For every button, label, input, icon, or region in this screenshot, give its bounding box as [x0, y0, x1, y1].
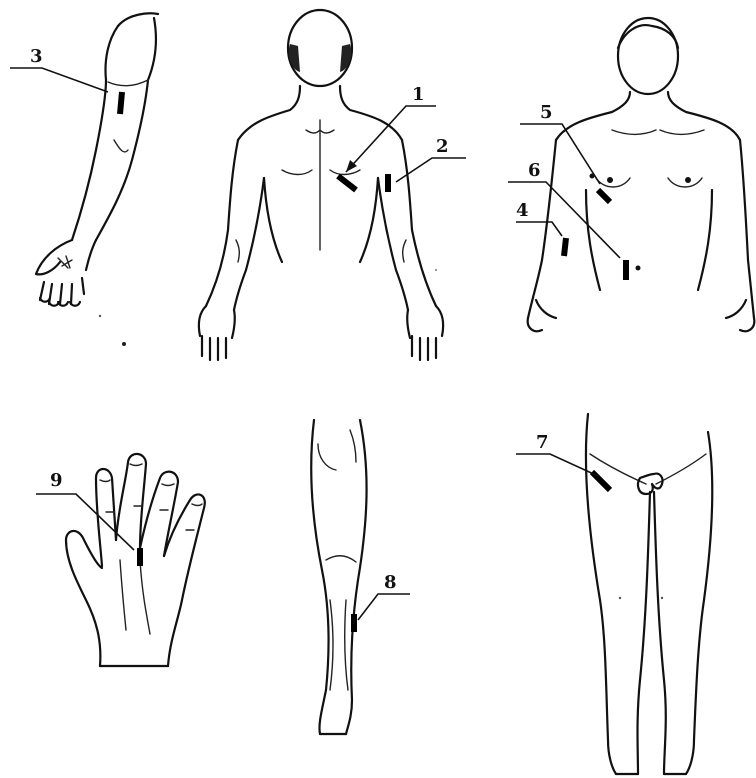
back-figure: 1 2	[199, 10, 466, 360]
leader-line-8	[358, 594, 410, 620]
leg-figure: 8	[311, 420, 410, 734]
site-label-3: 3	[30, 46, 43, 67]
site-label-1: 1	[412, 84, 425, 105]
leader-line-1	[346, 106, 436, 172]
site-label-4: 4	[516, 200, 529, 221]
site-label-6: 6	[528, 160, 541, 181]
arm-figure: 3	[10, 13, 158, 305]
leader-line-3	[10, 68, 108, 92]
injection-mark-3	[120, 92, 122, 114]
injection-mark-5	[598, 190, 610, 202]
injection-mark-1	[338, 176, 356, 190]
site-label-8: 8	[384, 572, 397, 593]
site-label-9: 9	[50, 470, 63, 491]
legs-front-figure: 7	[516, 414, 712, 774]
site-label-5: 5	[540, 102, 553, 123]
hand-figure: 9	[36, 454, 205, 666]
site-label-2: 2	[436, 136, 449, 157]
paper-specks	[99, 269, 663, 599]
site-label-7: 7	[536, 432, 549, 453]
leader-line-4	[516, 222, 562, 236]
injection-mark-4	[564, 238, 566, 256]
front-torso-figure: 5 6 4	[508, 18, 754, 331]
